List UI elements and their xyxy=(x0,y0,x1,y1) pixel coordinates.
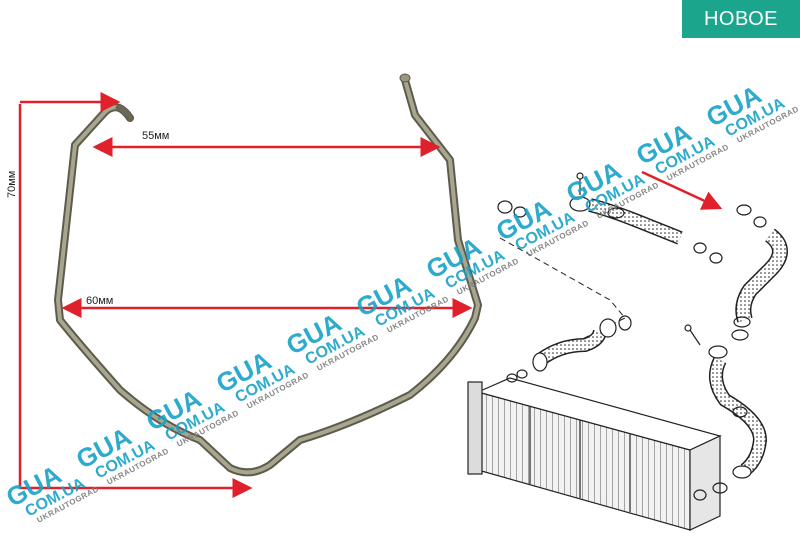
new-badge: НОВОЕ xyxy=(682,0,800,38)
intercooler-diagram xyxy=(467,172,788,531)
height-dimension-label: 70мм xyxy=(6,170,18,198)
bottom-width-dimension-label: 60мм xyxy=(86,295,114,307)
wire-clip xyxy=(54,73,482,477)
top-width-dimension-label: 55мм xyxy=(142,130,170,142)
pointer-arrow xyxy=(641,170,723,210)
dimension-arrows xyxy=(18,92,723,498)
